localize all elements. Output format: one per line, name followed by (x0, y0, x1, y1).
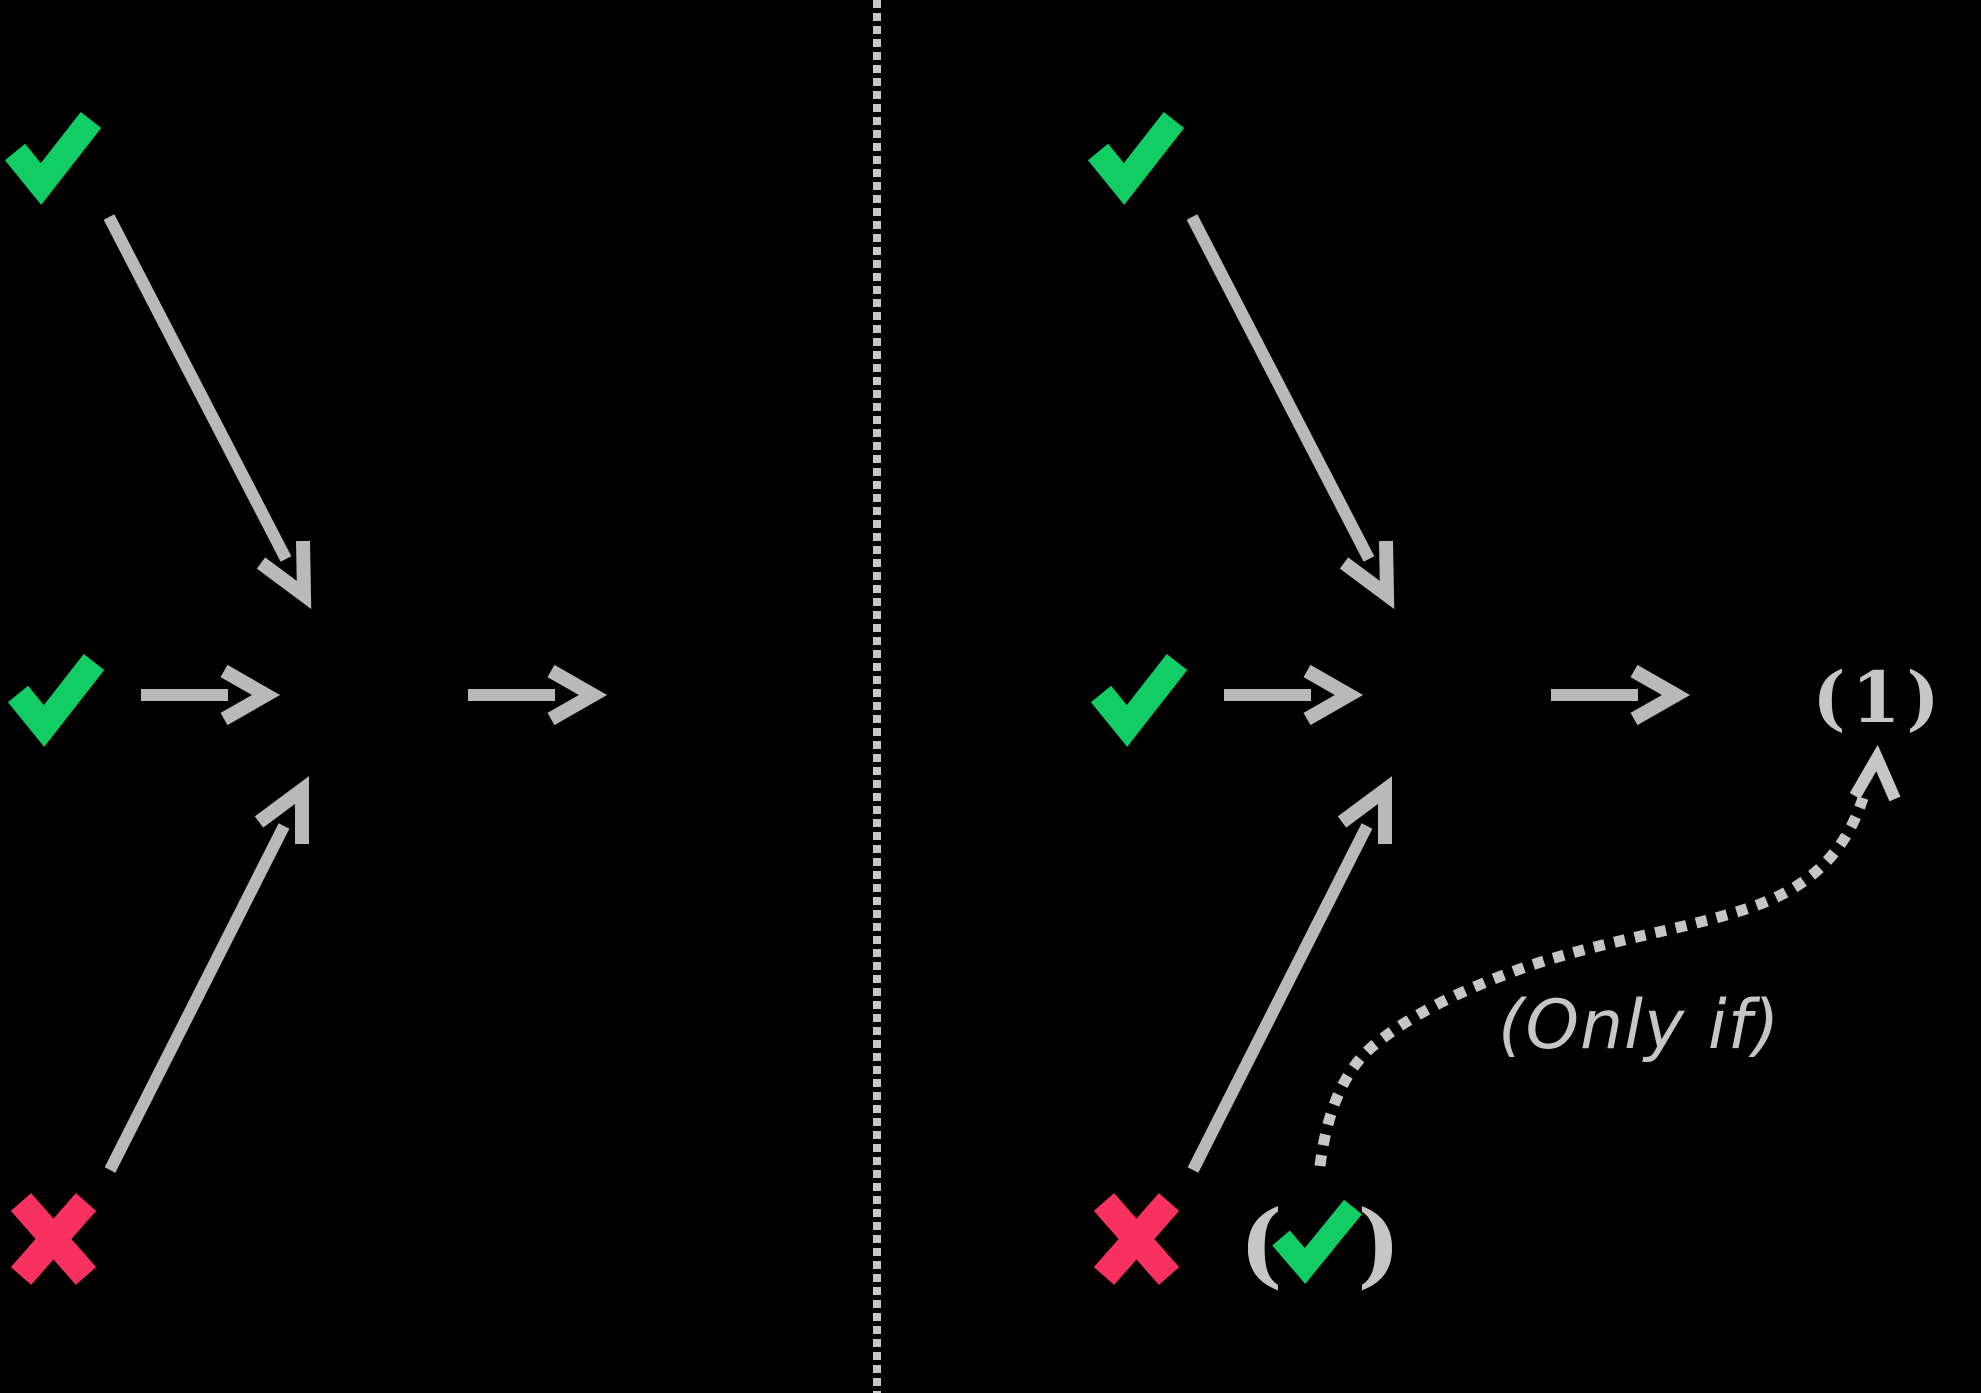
right-panel: ( ) (Only if) (1) (1087, 111, 1946, 1298)
only-if-dotted-arrow (1314, 796, 1869, 1167)
left-arrow-from-top-check (103, 214, 292, 562)
right-arrow-from-top-check (1186, 214, 1375, 562)
conditional-paren-close: ) (1357, 1190, 1401, 1298)
right-arrow-from-top-check-head (1339, 540, 1395, 610)
right-mid-check-icon (1090, 653, 1188, 747)
right-arrow-from-mid-check-head (1303, 664, 1364, 726)
left-top-check-icon (4, 111, 102, 205)
left-mid-check-icon (7, 653, 105, 747)
right-top-check-icon (1087, 111, 1185, 205)
right-output-arrow-head (1630, 664, 1691, 726)
left-arrow-from-x-head (254, 776, 309, 844)
left-fail-x-icon (10, 1193, 97, 1285)
conditional-check-icon (1272, 1199, 1362, 1284)
left-output-arrow-head (547, 664, 608, 726)
output-count-label: (1) (1813, 656, 1946, 739)
left-arrow-from-mid-check-head (220, 664, 281, 726)
only-if-dotted-arrow-head (1849, 744, 1901, 802)
right-arrow-from-x-head (1337, 776, 1392, 844)
right-arrow-from-x (1187, 823, 1373, 1173)
right-fail-x-icon (1093, 1193, 1180, 1285)
left-arrow-from-x (104, 823, 290, 1173)
left-arrow-from-top-check-head (256, 540, 312, 610)
only-if-label: (Only if) (1498, 986, 1780, 1065)
conditional-check-group: ( ) (1239, 1190, 1401, 1298)
left-panel (4, 111, 608, 1285)
